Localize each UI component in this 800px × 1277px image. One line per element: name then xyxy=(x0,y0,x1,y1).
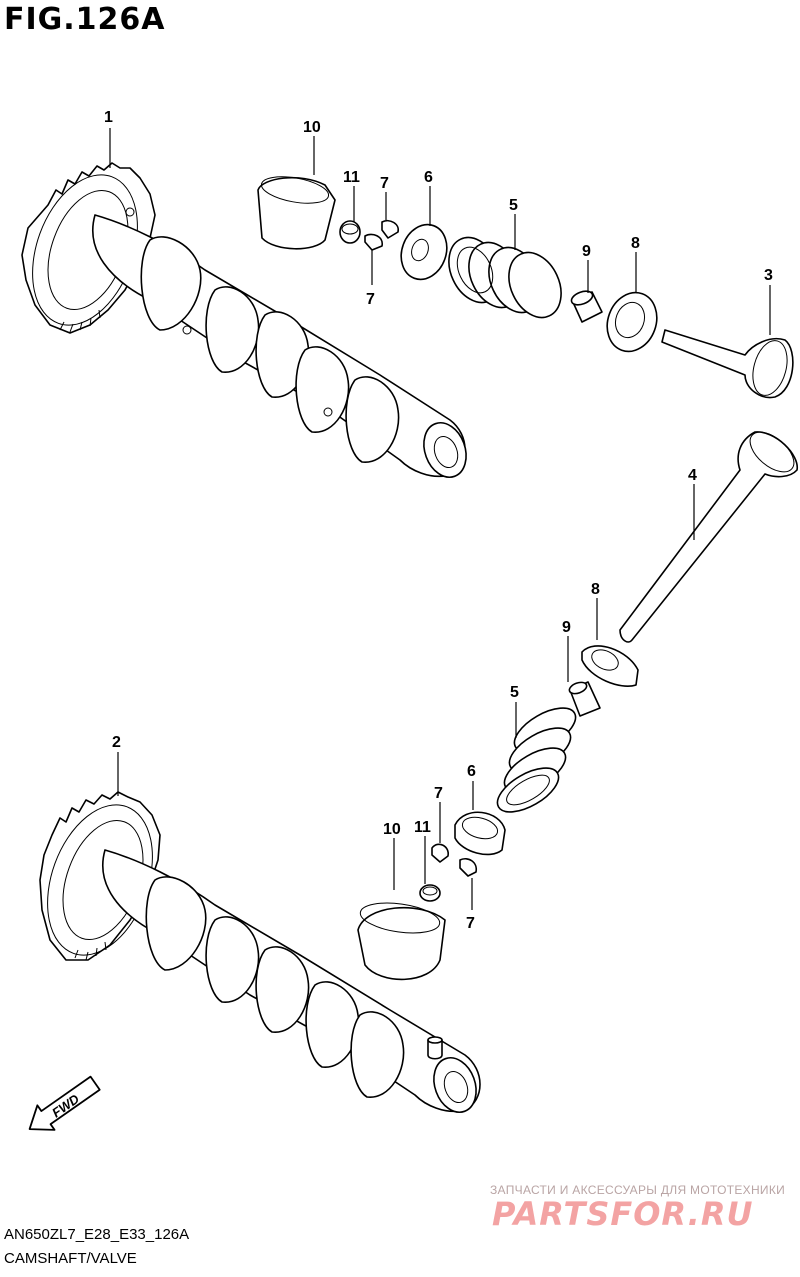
callout-1: 1 xyxy=(104,109,113,126)
valve-spring-seat-lower[interactable] xyxy=(454,811,506,856)
callout-11-upper: 11 xyxy=(343,169,360,186)
watermark-tagline: ЗАПЧАСТИ И АКСЕССУАРЫ ДЛЯ МОТОТЕХНИКИ xyxy=(490,1183,786,1197)
watermark-logo: PARTSFOR.RU xyxy=(492,1195,754,1233)
valve-spring-upper[interactable] xyxy=(439,229,571,326)
tappet-upper[interactable] xyxy=(257,172,336,250)
callout-8-lower: 8 xyxy=(591,581,600,598)
valve-stem-seal-upper[interactable] xyxy=(570,289,603,323)
valve-spring-lower[interactable] xyxy=(491,699,583,821)
callout-7-upper-top: 7 xyxy=(380,175,389,192)
callouts: 1 2 3 4 5 5 6 6 7 7 7 7 8 8 9 9 10 10 11… xyxy=(104,109,773,932)
valve-retainer-lower[interactable] xyxy=(581,645,639,687)
figure-caption: CAMSHAFT/VALVE xyxy=(4,1250,137,1267)
camshaft-lower[interactable] xyxy=(28,790,483,1118)
shim-upper[interactable] xyxy=(339,220,361,244)
callout-5-upper: 5 xyxy=(509,197,518,214)
callout-10-upper: 10 xyxy=(303,119,321,136)
callout-10-lower: 10 xyxy=(383,821,401,838)
callout-3: 3 xyxy=(764,267,773,284)
callout-2: 2 xyxy=(112,734,121,751)
callout-9-lower: 9 xyxy=(562,619,571,636)
figure-title: FIG.126A xyxy=(4,2,166,37)
valve-exhaust[interactable] xyxy=(661,329,794,399)
callout-7-lower-bottom: 7 xyxy=(466,915,475,932)
camshaft-upper[interactable] xyxy=(13,160,473,483)
callout-8-upper: 8 xyxy=(631,235,640,252)
fwd-arrow-icon: FWD xyxy=(28,1075,101,1131)
tappet-lower[interactable] xyxy=(357,899,446,981)
callout-11-lower: 11 xyxy=(414,819,431,836)
valve-stem-seal-lower[interactable] xyxy=(568,680,601,717)
valve-intake[interactable] xyxy=(619,425,800,643)
callout-6-upper: 6 xyxy=(424,169,433,186)
callout-7-upper-bottom: 7 xyxy=(366,291,375,308)
shim-lower[interactable] xyxy=(419,884,441,902)
callout-6-lower: 6 xyxy=(467,763,476,780)
cotter-lower[interactable] xyxy=(431,843,478,877)
valve-retainer-upper[interactable] xyxy=(599,286,665,359)
callout-7-lower-top: 7 xyxy=(434,785,443,802)
cotter-upper[interactable] xyxy=(364,219,400,251)
callout-4: 4 xyxy=(688,467,697,484)
leader-lines xyxy=(109,128,771,910)
valve-spring-seat-upper[interactable] xyxy=(394,218,454,286)
model-code: AN650ZL7_E28_E33_126A xyxy=(4,1226,190,1243)
callout-9-upper: 9 xyxy=(582,243,591,260)
callout-5-lower: 5 xyxy=(510,684,519,701)
